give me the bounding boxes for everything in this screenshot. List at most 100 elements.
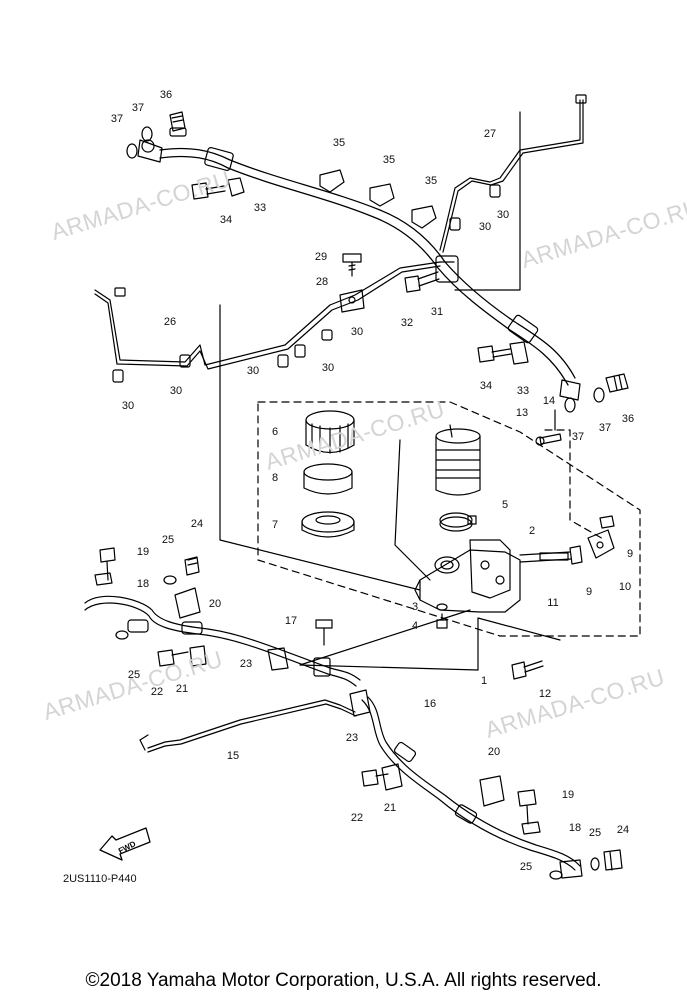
callout-21: 21 — [175, 683, 189, 695]
washer-3 — [436, 603, 448, 611]
callout-33: 33 — [253, 202, 267, 214]
clip-35-c — [411, 205, 437, 229]
diaphragm-8 — [303, 463, 353, 495]
brake-pipe-15 — [139, 699, 357, 753]
reservoir — [435, 424, 481, 496]
callout-37: 37 — [110, 113, 124, 125]
callout-19: 19 — [561, 789, 575, 801]
leader-26-cylinder — [219, 304, 421, 591]
clip-30-c — [321, 329, 333, 341]
bolt-36-right — [605, 373, 629, 393]
callout-34: 34 — [219, 214, 233, 226]
clip-30-e — [277, 354, 289, 368]
callout-30: 30 — [350, 326, 364, 338]
callout-13: 13 — [515, 407, 529, 419]
clip-30-d — [294, 344, 306, 358]
lower-left-hose — [84, 595, 361, 687]
washer-37-left-b — [141, 126, 153, 142]
callout-30: 30 — [478, 221, 492, 233]
washer-25-lower-left — [115, 630, 129, 640]
brake-hose-16 — [361, 696, 583, 879]
upper-brake-hose — [137, 139, 581, 401]
clip-18-left — [94, 572, 113, 586]
callout-2: 2 — [528, 525, 536, 537]
clip-30-f — [179, 354, 191, 368]
bracket-20-left — [174, 587, 201, 619]
callout-25: 25 — [588, 827, 602, 839]
callout-1: 1 — [480, 675, 488, 687]
callout-35: 35 — [424, 175, 438, 187]
callout-33: 33 — [516, 385, 530, 397]
callout-37: 37 — [131, 102, 145, 114]
callout-8: 8 — [271, 472, 279, 484]
callout-36: 36 — [159, 89, 173, 101]
callout-25: 25 — [519, 861, 533, 873]
clip-30-b — [449, 217, 461, 231]
brake-pipe-27 — [439, 94, 587, 253]
callout-35: 35 — [382, 154, 396, 166]
copyright: ©2018 Yamaha Motor Corporation, U.S.A. A… — [85, 970, 602, 991]
master-cylinder-2 — [414, 539, 521, 613]
callout-25: 25 — [161, 534, 175, 546]
callout-36: 36 — [621, 413, 635, 425]
callout-37: 37 — [598, 422, 612, 434]
callout-34: 34 — [479, 380, 493, 392]
clip-30-g — [112, 369, 124, 383]
callout-24: 24 — [616, 824, 630, 836]
fwd-label: FWD — [117, 839, 138, 856]
callout-28: 28 — [315, 276, 329, 288]
clevis-10 — [587, 529, 615, 559]
assembly-outline — [257, 401, 641, 637]
bolt-22-right — [361, 769, 389, 787]
clip-18-right — [521, 821, 541, 835]
plate-7 — [301, 511, 355, 538]
hose-clamp-5 — [439, 512, 477, 532]
bolt-24-left — [184, 556, 200, 576]
callout-32: 32 — [400, 317, 414, 329]
bracket-28 — [339, 289, 365, 313]
callout-17: 17 — [284, 615, 298, 627]
callout-22: 22 — [350, 812, 364, 824]
clip-21-left — [189, 645, 207, 667]
clip-30-a — [489, 184, 501, 198]
callout-19: 19 — [136, 546, 150, 558]
callout-30: 30 — [496, 209, 510, 221]
bolt-17 — [315, 619, 333, 646]
callout-14: 14 — [542, 395, 556, 407]
bolt-19-left — [99, 547, 116, 581]
callout-16: 16 — [423, 698, 437, 710]
bolt-34-mid — [477, 345, 512, 363]
callout-37: 37 — [571, 431, 585, 443]
callout-30: 30 — [246, 365, 260, 377]
bolt-12 — [511, 660, 544, 680]
washer-37-right-a — [593, 387, 605, 403]
leader-27 — [454, 111, 521, 291]
clip-35-b — [369, 183, 395, 207]
bolt-36-left — [169, 111, 187, 137]
callout-9: 9 — [585, 586, 593, 598]
callout-11: 11 — [547, 597, 559, 609]
part-code: 2US1110-P440 — [63, 873, 137, 885]
callout-12: 12 — [538, 688, 552, 700]
washer-25-right-b — [549, 870, 563, 880]
pin-13 — [535, 433, 562, 446]
bracket-20-right — [479, 775, 505, 807]
reservoir-cap-6 — [305, 410, 355, 454]
callout-25: 25 — [127, 669, 141, 681]
callout-15: 15 — [226, 750, 240, 762]
callout-20: 20 — [487, 746, 501, 758]
callout-9: 9 — [626, 548, 634, 560]
bolt-22-left — [157, 649, 189, 667]
callout-5: 5 — [501, 499, 509, 511]
bolt-29 — [342, 253, 362, 277]
callout-30: 30 — [121, 400, 135, 412]
callout-6: 6 — [271, 426, 279, 438]
callout-10: 10 — [618, 581, 632, 593]
clip-33-mid — [509, 341, 529, 365]
clip-35-a — [319, 169, 345, 193]
bolt-24-right — [603, 849, 623, 871]
callout-18: 18 — [568, 822, 582, 834]
callout-18: 18 — [136, 578, 150, 590]
nut-9 — [569, 545, 583, 565]
